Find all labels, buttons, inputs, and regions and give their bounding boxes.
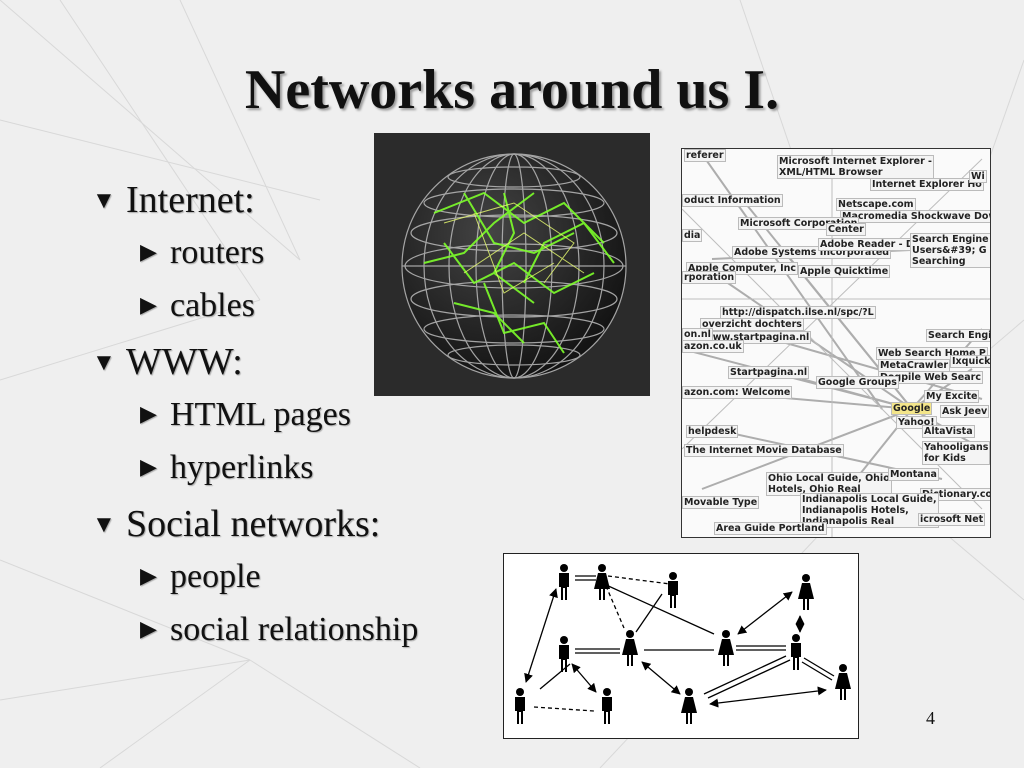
sub-bullet-social-relationship: ▶ social relationship [92, 611, 418, 664]
person-icon [515, 688, 525, 724]
arrow-bullet-icon: ▶ [140, 292, 157, 317]
web-node-label: overzicht dochters [700, 318, 804, 331]
arrow-bullet-icon: ▶ [140, 616, 157, 641]
person-icon [594, 564, 610, 600]
sub-bullet-label: HTML pages [170, 396, 351, 433]
internet-globe-image [374, 133, 650, 396]
web-node-label: Google [891, 402, 933, 415]
arrow-bullet-icon: ▶ [140, 239, 157, 264]
web-node-label: Movable Type [682, 496, 760, 509]
person-icon [622, 630, 638, 666]
bullet-label: WWW: [126, 341, 243, 383]
globe-icon [401, 153, 627, 379]
bullet-label: Social networks: [126, 503, 381, 545]
web-node-label: Macromedia Shockwave Down [840, 210, 990, 223]
person-icon [602, 688, 612, 724]
triangle-bullet-icon: ▼ [92, 188, 116, 214]
sub-bullet-label: social relationship [170, 611, 419, 648]
web-node-label: Google Groups [816, 376, 899, 389]
bullet-internet: ▼ Internet: [92, 178, 418, 234]
web-node-label: referer [684, 149, 726, 162]
person-icon [835, 664, 851, 700]
web-node-label: rporation [682, 271, 737, 284]
www-graph-image: referer Microsoft Internet Explorer - XM… [681, 148, 991, 538]
arrow-bullet-icon: ▶ [140, 401, 157, 426]
web-node-label: Internet Explorer Ho [870, 178, 984, 191]
web-node-label: Adobe Reader - D [818, 238, 916, 251]
web-node-label: azon.co.uk [682, 340, 744, 353]
web-node-label: Dogpile Web Searc [878, 371, 983, 384]
bullet-label: Internet: [126, 179, 255, 221]
web-node-label: Ixquick [950, 355, 991, 368]
arrow-bullet-icon: ▶ [140, 563, 157, 588]
bullet-list: ▼ Internet: ▶ routers ▶ cables ▼ WWW: ▶ HTML … [92, 178, 418, 664]
bullet-www: ▼ WWW: [92, 340, 418, 396]
web-node-label: Search Engine Users&#39; G Searching [910, 233, 990, 268]
sub-bullet-label: people [170, 558, 261, 595]
web-node-label: Wi [969, 170, 987, 183]
triangle-bullet-icon: ▼ [92, 512, 116, 538]
sub-bullet-people: ▶ people [92, 558, 418, 611]
sub-bullet-routers: ▶ routers [92, 234, 418, 287]
web-node-label: AltaVista [922, 425, 975, 438]
web-node-label: Ask Jeev [940, 405, 990, 418]
person-icon [791, 634, 801, 670]
sub-bullet-html-pages: ▶ HTML pages [92, 396, 418, 449]
web-node-label: Montana [888, 468, 939, 481]
social-network-graph [515, 564, 851, 724]
web-node-label: Microsoft Internet Explorer - XML/HTML B… [777, 155, 935, 179]
sub-bullet-cables: ▶ cables [92, 287, 418, 340]
social-network-diagram [503, 553, 859, 739]
web-node-label: Startpagina.nl [728, 366, 810, 379]
web-node-label: Center [826, 223, 866, 236]
sub-bullet-label: cables [170, 287, 255, 324]
sub-bullet-label: routers [170, 234, 265, 271]
bullet-social-networks: ▼ Social networks: [92, 502, 418, 558]
web-node-label: icrosoft Net [918, 513, 986, 526]
web-node-label: dia [682, 229, 703, 242]
web-node-label: azon.com: Welcome [682, 386, 793, 399]
web-node-label: Apple Quicktime [798, 265, 891, 278]
web-node-label: Ohio Local Guide, Ohio Hotels, Ohio Real [766, 472, 892, 496]
web-node-label: The Internet Movie Database [684, 444, 844, 457]
arrow-bullet-icon: ▶ [140, 454, 157, 479]
web-node-label: oduct Information [682, 194, 783, 207]
web-node-label: Search Engi [926, 329, 990, 342]
slide-title: Networks around us I. [244, 59, 780, 121]
sub-bullet-hyperlinks: ▶ hyperlinks [92, 449, 418, 502]
web-node-label: Area Guide Portland [714, 522, 827, 535]
sub-bullet-label: hyperlinks [170, 449, 314, 486]
person-icon [681, 688, 697, 724]
person-icon [718, 630, 734, 666]
page-number: 4 [926, 708, 935, 728]
web-node-label: Yahooligans for Kids [922, 441, 990, 465]
web-node-label: My Excite [924, 390, 980, 403]
person-icon [668, 572, 678, 608]
web-node-label: helpdesk [686, 425, 739, 438]
triangle-bullet-icon: ▼ [92, 350, 116, 376]
person-icon [798, 574, 814, 610]
person-icon [559, 564, 569, 600]
